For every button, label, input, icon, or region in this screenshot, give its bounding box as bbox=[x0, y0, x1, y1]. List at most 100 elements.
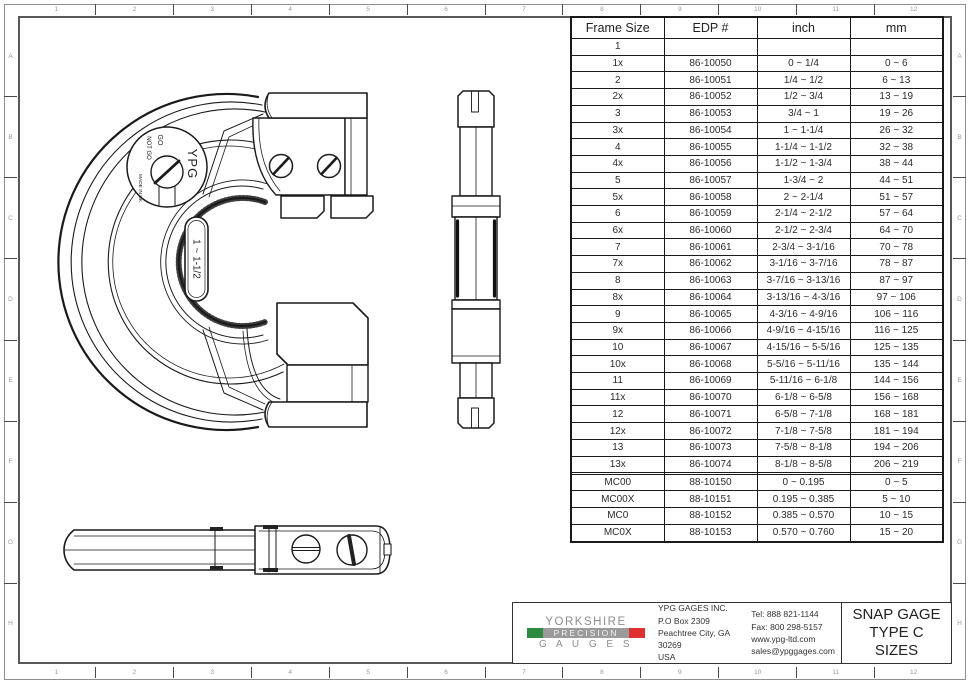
size-table-cell: 5 bbox=[570, 171, 665, 190]
size-table-cell: 86-10074 bbox=[663, 455, 758, 474]
size-table-cell: 11 bbox=[570, 372, 665, 390]
yorkshire-precision-gauges-logo: YORKSHIRE PRECISION G A U G E S bbox=[527, 616, 645, 651]
logo-line-precision: PRECISION bbox=[543, 627, 629, 639]
size-table-cell: 0 ~ 0.195 bbox=[756, 473, 851, 492]
drawing-title-line: TYPE C bbox=[869, 623, 924, 641]
size-table-cell: 88-10152 bbox=[663, 507, 758, 525]
grid-row-label: H bbox=[4, 582, 17, 664]
size-table-cell: 86-10066 bbox=[663, 321, 758, 340]
size-table-cell bbox=[849, 472, 944, 475]
size-table-cell: 125 ~ 135 bbox=[849, 338, 944, 357]
grid-column-label: 11 bbox=[796, 4, 874, 15]
grid-column-label: 4 bbox=[250, 4, 329, 15]
dial-origin-text: MADE IN UK bbox=[137, 174, 143, 203]
size-table-cell: 4-3/16 ~ 4-9/16 bbox=[756, 305, 851, 323]
grid-row-label: H bbox=[953, 582, 966, 664]
size-table-cell: 86-10071 bbox=[663, 405, 758, 424]
size-table-cell: 86-10070 bbox=[663, 388, 758, 407]
size-table-cell: 70 ~ 78 bbox=[849, 238, 944, 257]
title-block: YORKSHIRE PRECISION G A U G E S YPG GAGE… bbox=[512, 602, 952, 664]
size-table-cell: 1x bbox=[570, 54, 665, 73]
size-table-cell: 26 ~ 32 bbox=[849, 121, 944, 140]
size-table-cell: 3 bbox=[570, 104, 665, 123]
grid-row-label: F bbox=[4, 420, 17, 502]
size-table-cell: 0 ~ 6 bbox=[849, 54, 944, 73]
column-header: EDP # bbox=[663, 16, 758, 39]
grid-column-label: 6 bbox=[406, 4, 485, 15]
size-table-cell: 86-10058 bbox=[663, 188, 758, 207]
size-table-cell: 0 ~ 1/4 bbox=[756, 54, 851, 73]
size-table-cell: 1/2 ~ 3/4 bbox=[756, 88, 851, 106]
size-table-cell: 6-5/8 ~ 7-1/8 bbox=[756, 405, 851, 424]
size-table-cell: 4-15/16 ~ 5-5/16 bbox=[756, 338, 851, 357]
company-address-line: Peachtree City, GA 30269 bbox=[658, 627, 730, 651]
size-table-cell: 64 ~ 70 bbox=[849, 221, 944, 240]
size-table-cell bbox=[849, 38, 944, 56]
size-table-cell: 6 ~ 13 bbox=[849, 71, 944, 90]
size-table-cell: 3/4 ~ 1 bbox=[756, 104, 851, 123]
size-table-cell: 86-10068 bbox=[663, 355, 758, 374]
size-table-cell: 7-5/8 ~ 8-1/8 bbox=[756, 438, 851, 457]
grid-column-label: 1 bbox=[54, 6, 59, 13]
size-table-cell: 9 bbox=[570, 305, 665, 323]
size-table-cell: 86-10061 bbox=[663, 238, 758, 257]
size-table-cell: 4x bbox=[570, 154, 665, 173]
grid-row-label: A bbox=[8, 52, 13, 60]
size-table-cell: 181 ~ 194 bbox=[849, 422, 944, 440]
grid-row-label: D bbox=[4, 258, 17, 339]
size-table-cell: 88-10150 bbox=[663, 473, 758, 492]
size-table-cell: 86-10052 bbox=[663, 88, 758, 106]
dial: YPG GO NOT GO MADE IN UK bbox=[126, 126, 208, 208]
size-table-cell: 13x bbox=[570, 455, 665, 474]
size-table-cell: 4-9/16 ~ 4-15/16 bbox=[756, 321, 851, 340]
company-address-line: P.O Box 2309 bbox=[658, 615, 710, 626]
grid-row-label: G bbox=[4, 501, 17, 583]
size-table-cell: 12x bbox=[570, 422, 665, 440]
anvil-block bbox=[330, 195, 374, 219]
size-table-cell: 19 ~ 26 bbox=[849, 104, 944, 123]
size-table-cell: 32 ~ 38 bbox=[849, 138, 944, 156]
grid-row-label: C bbox=[953, 177, 966, 258]
logo-line-yorkshire: YORKSHIRE bbox=[545, 615, 627, 628]
size-table-cell: 168 ~ 181 bbox=[849, 405, 944, 424]
size-table-cell: 86-10057 bbox=[663, 171, 758, 190]
size-table-cell: 7x bbox=[570, 255, 665, 273]
column-header: inch bbox=[756, 16, 851, 39]
range-capsule: 1 ~ 1-1/2 bbox=[184, 216, 209, 302]
size-table-row: 1 bbox=[570, 38, 944, 56]
size-table-cell: 6x bbox=[570, 221, 665, 240]
size-table-cell: 7 bbox=[570, 238, 665, 257]
size-table-cell: 1-1/2 ~ 1-3/4 bbox=[756, 154, 851, 173]
size-table-cell: 3x bbox=[570, 121, 665, 140]
size-table-cell: MC00 bbox=[570, 473, 665, 492]
size-table-cell: 7-1/8 ~ 7-5/8 bbox=[756, 422, 851, 440]
size-table-cell: MC0 bbox=[570, 507, 665, 525]
sheet-inner-border bbox=[18, 16, 952, 664]
dial-brand-text: YPG bbox=[185, 149, 200, 179]
size-table-cell: 86-10051 bbox=[663, 71, 758, 90]
logo-green-block bbox=[527, 628, 543, 638]
grid-column-label: 3 bbox=[172, 667, 251, 678]
